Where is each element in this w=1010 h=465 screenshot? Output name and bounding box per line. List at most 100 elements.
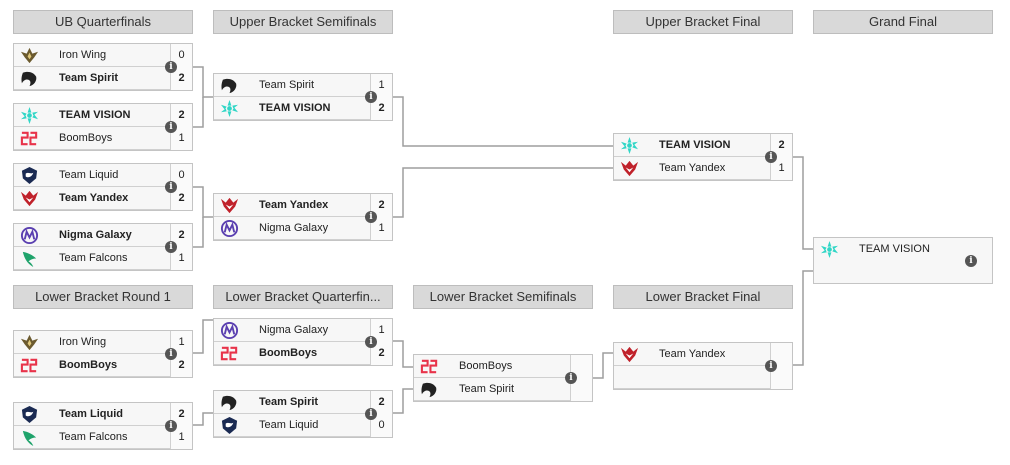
match-info-icon[interactable]: i — [365, 211, 377, 223]
team-name: Team Yandex — [659, 162, 726, 174]
match-info-icon[interactable]: i — [165, 61, 177, 73]
team-score: 1 — [370, 74, 392, 97]
nigma-galaxy-logo — [220, 321, 239, 340]
team-yandex-logo — [220, 196, 239, 215]
match-info-icon[interactable]: i — [765, 360, 777, 372]
team-name: Team Spirit — [59, 72, 119, 84]
team-row[interactable]: Team Liquid 0 — [14, 164, 192, 187]
team-row[interactable]: Nigma Galaxy 1 — [214, 217, 392, 240]
match-info-icon[interactable]: i — [965, 255, 977, 267]
team-score: 2 — [370, 97, 392, 120]
team-yandex-logo — [620, 159, 639, 178]
team-vision-logo — [620, 136, 639, 155]
team-name: BoomBoys — [59, 132, 113, 144]
match-info-icon[interactable]: i — [365, 91, 377, 103]
team-name: TEAM VISION — [859, 243, 930, 255]
team-score: 2 — [170, 354, 192, 377]
team-score: 1 — [370, 217, 392, 240]
match-grand-final[interactable]: TEAM VISION i — [813, 237, 993, 284]
team-name: BoomBoys — [459, 360, 513, 372]
match-info-icon[interactable]: i — [165, 348, 177, 360]
match-info-icon[interactable]: i — [565, 372, 577, 384]
team-score — [770, 366, 792, 389]
team-liquid-logo — [220, 416, 239, 435]
team-row[interactable]: Team Spirit — [414, 378, 592, 401]
team-yandex-logo — [20, 189, 39, 208]
team-row[interactable]: Team Liquid 2 — [14, 403, 192, 426]
team-name: Team Liquid — [59, 169, 119, 181]
team-spirit-logo — [20, 69, 39, 88]
match-info-icon[interactable]: i — [365, 408, 377, 420]
nigma-galaxy-logo — [20, 226, 39, 245]
match-info-icon[interactable]: i — [165, 181, 177, 193]
match-info-icon[interactable]: i — [365, 336, 377, 348]
team-score: 0 — [170, 164, 192, 187]
team-score: 1 — [170, 426, 192, 449]
header-lb-final: Lower Bracket Final — [613, 285, 793, 309]
team-score: 2 — [770, 134, 792, 157]
team-row[interactable]: BoomBoys — [414, 355, 592, 378]
team-vision-logo — [820, 240, 839, 259]
team-name: BoomBoys — [259, 347, 318, 359]
team-spirit-logo — [220, 76, 239, 95]
team-row[interactable]: TEAM VISION — [814, 238, 992, 262]
team-score — [570, 378, 592, 401]
team-name: TEAM VISION — [59, 109, 131, 121]
team-name: Nigma Galaxy — [259, 222, 329, 234]
match-info-icon[interactable]: i — [165, 420, 177, 432]
team-name: TEAM VISION — [659, 139, 731, 151]
team-name: Team Yandex — [59, 192, 129, 204]
team-name: Team Liquid — [59, 408, 123, 420]
match-info-icon[interactable]: i — [765, 151, 777, 163]
team-score — [770, 343, 792, 366]
team-row[interactable]: Team Yandex — [614, 343, 792, 366]
team-score: 1 — [170, 331, 192, 354]
team-vision-logo — [20, 106, 39, 125]
boomboys-logo — [20, 356, 39, 375]
header-grand-final: Grand Final — [813, 10, 993, 34]
team-score: 2 — [170, 67, 192, 90]
header-lb-round1: Lower Bracket Round 1 — [13, 285, 193, 309]
team-vision-logo — [220, 99, 239, 118]
team-falcons-logo — [20, 249, 39, 268]
header-lb-quarterfinals[interactable]: Lower Bracket Quarterfin... — [213, 285, 393, 309]
team-row[interactable]: TEAM VISION 2 — [614, 134, 792, 157]
team-score: 2 — [170, 403, 192, 426]
team-score: 1 — [370, 319, 392, 342]
match-info-icon[interactable]: i — [165, 121, 177, 133]
match-info-icon[interactable]: i — [165, 241, 177, 253]
team-row[interactable] — [614, 366, 792, 389]
team-score: 2 — [370, 194, 392, 217]
team-row[interactable]: Team Spirit 2 — [14, 67, 192, 90]
